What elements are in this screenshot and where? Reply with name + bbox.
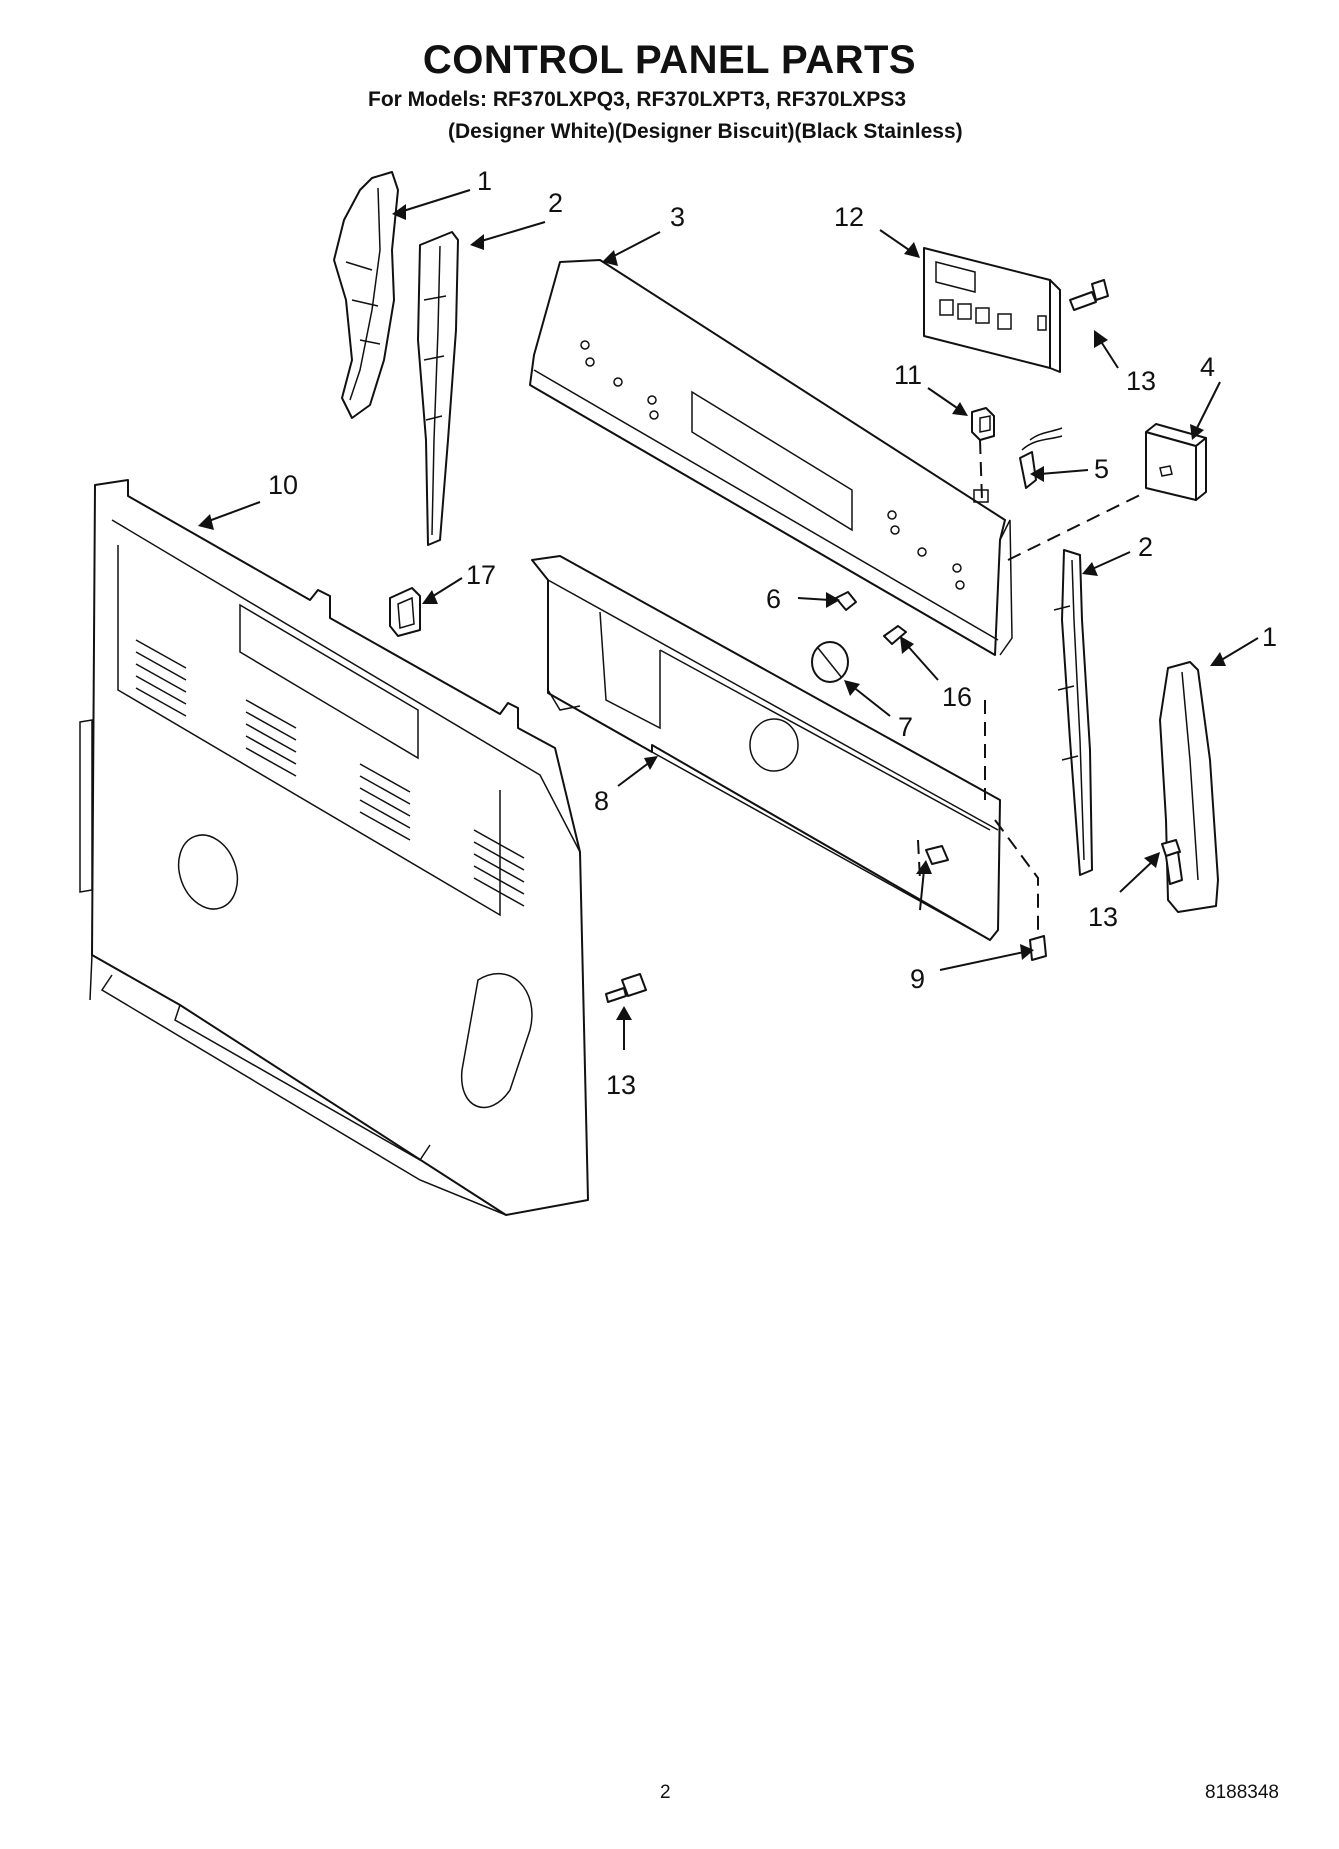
callout-1-right: 1 [1262, 622, 1277, 652]
callout-2-left: 2 [548, 188, 563, 218]
panel-screw-part [925, 845, 1047, 961]
callout-leaders [198, 189, 1259, 1050]
selector-switch-part [1145, 423, 1207, 501]
indicator-light-part [835, 591, 857, 611]
color-variants: (Designer White)(Designer Biscuit)(Black… [448, 120, 963, 143]
callout-13-clock: 13 [1126, 366, 1156, 396]
callout-4: 4 [1200, 352, 1215, 382]
callout-2-right: 2 [1138, 532, 1153, 562]
callout-16: 16 [942, 682, 972, 712]
page-number: 2 [660, 1782, 671, 1803]
control-knob-part [811, 641, 849, 683]
callout-7: 7 [898, 712, 913, 742]
left-side-bracket-part [417, 231, 459, 546]
callout-9: 9 [910, 964, 925, 994]
lower-screw-part [605, 973, 647, 1003]
callout-13-lower: 13 [606, 1070, 636, 1100]
panel-frame-part [531, 555, 1001, 941]
callout-17: 17 [466, 560, 496, 590]
callout-8: 8 [594, 786, 609, 816]
end-cap-screw-part [1161, 839, 1183, 885]
callout-6: 6 [766, 584, 781, 614]
callout-3: 3 [670, 202, 685, 232]
left-end-cap-part [333, 171, 399, 419]
callout-12: 12 [834, 202, 864, 232]
rocker-switch-part [971, 407, 995, 441]
control-panel-part [529, 259, 1013, 656]
callout-labels: 1 2 3 12 13 4 11 5 10 17 2 6 1 16 7 8 13… [268, 166, 1277, 1100]
clip-part [389, 587, 421, 637]
callout-11: 11 [894, 360, 922, 390]
callout-13-endcap: 13 [1088, 902, 1118, 932]
callout-5: 5 [1094, 454, 1109, 484]
right-side-bracket-part [1053, 549, 1093, 876]
callout-10: 10 [268, 470, 298, 500]
document-number: 8188348 [1205, 1782, 1279, 1803]
page-title: CONTROL PANEL PARTS [422, 38, 917, 82]
clock-screw-part [1069, 279, 1109, 311]
knob-screw-part [883, 625, 907, 645]
callout-1-left: 1 [477, 166, 492, 196]
electronic-clock-part [923, 247, 1061, 373]
manifold-panel-part [79, 479, 589, 1216]
wire-harness-part [1019, 427, 1063, 489]
model-list: For Models: RF370LXPQ3, RF370LXPT3, RF37… [368, 88, 906, 111]
